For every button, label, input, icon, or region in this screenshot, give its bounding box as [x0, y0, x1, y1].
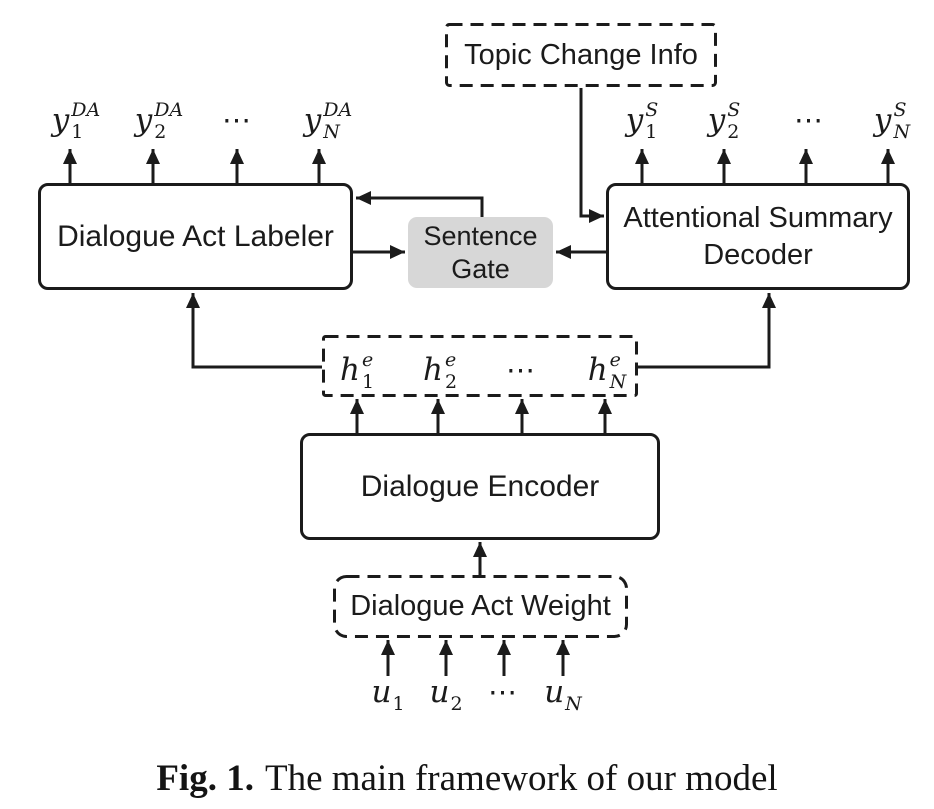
arrow-states-to-decoder — [638, 293, 776, 369]
dialogue-encoder-label: Dialogue Encoder — [360, 469, 600, 503]
math-sub: 1 — [361, 371, 375, 393]
math-base: h — [339, 352, 360, 388]
label-dots-s: ⋯ — [760, 97, 860, 143]
math-sub: N — [323, 121, 340, 143]
sentence-gate-label-line2: Gate — [451, 253, 510, 284]
math-sub: N — [565, 693, 582, 715]
box-topic-change-info: Topic Change Info — [445, 23, 717, 87]
math-sub: 2 — [450, 693, 463, 715]
math-base: u — [429, 674, 450, 710]
topic-change-info-outline — [445, 23, 717, 87]
box-dialogue-act-weight: Dialogue Act Weight — [333, 575, 628, 638]
math-base: y — [625, 102, 644, 138]
math-sub: N — [609, 371, 627, 393]
math-sub: 2 — [444, 371, 458, 393]
math-sub: N — [893, 121, 911, 143]
math-base: u — [371, 674, 392, 710]
math-sup: e — [609, 349, 621, 372]
arrow-states-to-labeler — [186, 293, 322, 369]
box-attentional-summary-decoder: Attentional Summary Decoder — [606, 183, 910, 290]
box-sentence-gate: Sentence Gate — [408, 217, 553, 288]
math-base: h — [587, 352, 608, 388]
caption-text: The main framework of our model — [264, 758, 778, 799]
math-base: y — [873, 102, 892, 138]
label-u-n: uN — [513, 669, 613, 727]
math-sup: S — [893, 99, 907, 122]
sentence-gate-label-line1: Sentence — [423, 220, 538, 251]
dialogue-act-labeler-label: Dialogue Act Labeler — [57, 219, 334, 253]
label-dots-h: ⋯ — [472, 347, 572, 393]
math-sub: 1 — [392, 693, 405, 715]
math-base: y — [51, 102, 70, 138]
math-sup: e — [361, 349, 374, 372]
label-u-1: u1 — [338, 669, 438, 727]
dots-text: ⋯ — [222, 103, 254, 137]
dots-text: ⋯ — [794, 103, 826, 137]
box-dialogue-encoder: Dialogue Encoder — [300, 433, 660, 540]
math-sub: 1 — [645, 121, 658, 143]
math-sub: 1 — [71, 121, 84, 143]
math-sup: S — [645, 99, 659, 122]
math-base: y — [303, 102, 322, 138]
math-sup: DA — [71, 99, 101, 122]
arrow-topic-to-decoder — [579, 88, 604, 223]
dots-text: ⋯ — [488, 675, 520, 709]
label-u-2: u2 — [396, 669, 496, 727]
figure-caption: Fig. 1.The main framework of our model — [0, 757, 934, 800]
decoder-label-line1: Attentional Summary — [623, 201, 893, 234]
topic-change-info-label: Topic Change Info — [464, 38, 698, 71]
encoder-states-outline — [322, 335, 638, 397]
math-base: h — [422, 352, 443, 388]
caption-figure-number: Fig. 1. — [156, 758, 254, 799]
dialogue-act-weight-label: Dialogue Act Weight — [350, 590, 611, 622]
math-sup: DA — [154, 99, 184, 122]
math-sup: S — [727, 99, 741, 122]
math-base: y — [707, 102, 726, 138]
label-dots-u: ⋯ — [454, 669, 554, 715]
math-sub: 2 — [154, 121, 167, 143]
math-sub: 2 — [727, 121, 740, 143]
arrow-gate-to-labeler — [356, 191, 484, 217]
label-dots-da: ⋯ — [188, 97, 288, 143]
math-base: u — [544, 674, 565, 710]
decoder-label-line2: Decoder — [703, 238, 813, 271]
box-dialogue-act-labeler: Dialogue Act Labeler — [38, 183, 353, 290]
dots-text: ⋯ — [506, 353, 538, 387]
math-base: y — [134, 102, 153, 138]
math-sup: e — [444, 349, 457, 372]
math-sup: DA — [323, 99, 353, 122]
